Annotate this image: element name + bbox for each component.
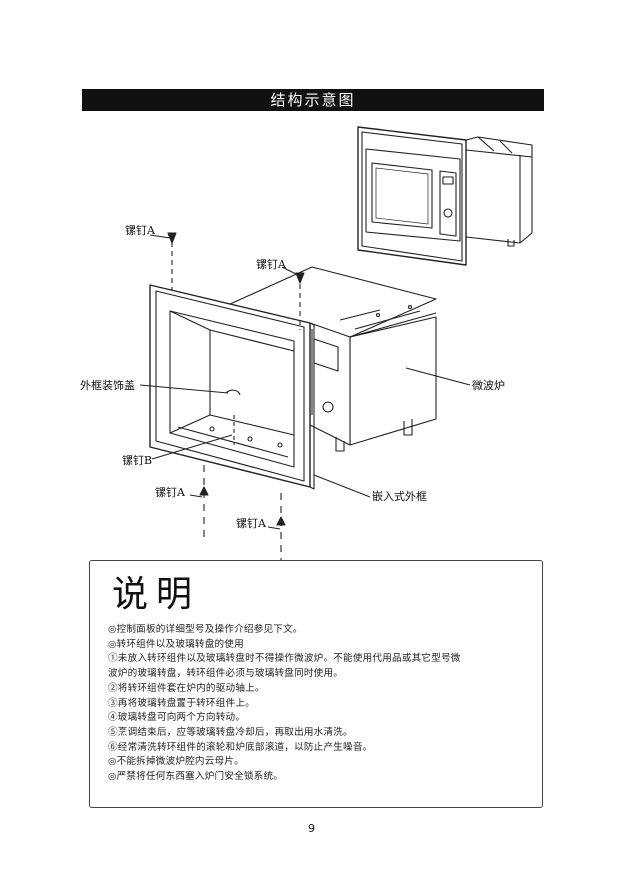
notes-item: 波炉的玻璃转盘，转环组件必须与玻璃转盘同时使用。 — [108, 668, 344, 680]
notes-item: ◎不能拆掉微波炉腔内云母片。 — [108, 756, 244, 768]
label-screw-a-bottom-left: 镙钉A — [155, 486, 185, 499]
label-built-in-frame: 嵌入式外框 — [372, 490, 427, 503]
notes-item: ②将转环组件套在炉内的驱动轴上。 — [108, 682, 265, 694]
notes-item: ◎严禁将任何东西塞入炉门安全锁系统。 — [108, 771, 284, 783]
section-header: 结构示意图 — [82, 89, 544, 111]
notes-item: ⑥经常清洗转环组件的滚轮和炉底部滚道，以防止产生噪音。 — [108, 741, 373, 753]
notes-item: ⑤烹调结束后，应等玻璃转盘冷却后，再取出用水清洗。 — [108, 726, 353, 738]
notes-item: ①未放入转环组件以及玻璃转盘时不得操作微波炉。不能使用代用品或其它型号微 — [108, 653, 461, 665]
label-screw-a-top: 镙钉A — [256, 258, 286, 271]
structure-illustration — [139, 126, 533, 560]
label-trim-cover: 外框装饰盖 — [80, 379, 135, 392]
notes-panel: 说明 ◎控制面板的详细型号及操作介绍参见下文。 ◎转环组件以及玻璃转盘的使用 ①… — [89, 560, 543, 808]
label-screw-b: 镙钉B — [122, 454, 153, 467]
notes-title: 说明 — [112, 574, 201, 615]
notes-item: ◎控制面板的详细型号及操作介绍参见下文。 — [108, 624, 303, 635]
notes-item: ③再将玻璃转盘置于转环组件上。 — [108, 697, 255, 709]
assembled-view — [357, 126, 533, 266]
structure-diagram: 镙钉A 镙钉A 外框装饰盖 微波炉 镙钉B 镙钉A 嵌入式外框 镙钉A — [0, 115, 623, 560]
notes-item: ◎转环组件以及玻璃转盘的使用 — [108, 638, 244, 650]
label-screw-a-top-left: 镙钉A — [125, 224, 155, 237]
label-screw-a-bottom: 镙钉A — [236, 517, 266, 530]
label-microwave: 微波炉 — [472, 379, 505, 392]
notes-item: ④玻璃转盘可向两个方向转动。 — [108, 712, 246, 724]
exploded-view — [139, 232, 471, 560]
notes-list: ◎控制面板的详细型号及操作介绍参见下文。 ◎转环组件以及玻璃转盘的使用 ①未放入… — [108, 623, 528, 785]
section-title: 结构示意图 — [270, 91, 356, 109]
page-number: 9 — [308, 822, 315, 835]
